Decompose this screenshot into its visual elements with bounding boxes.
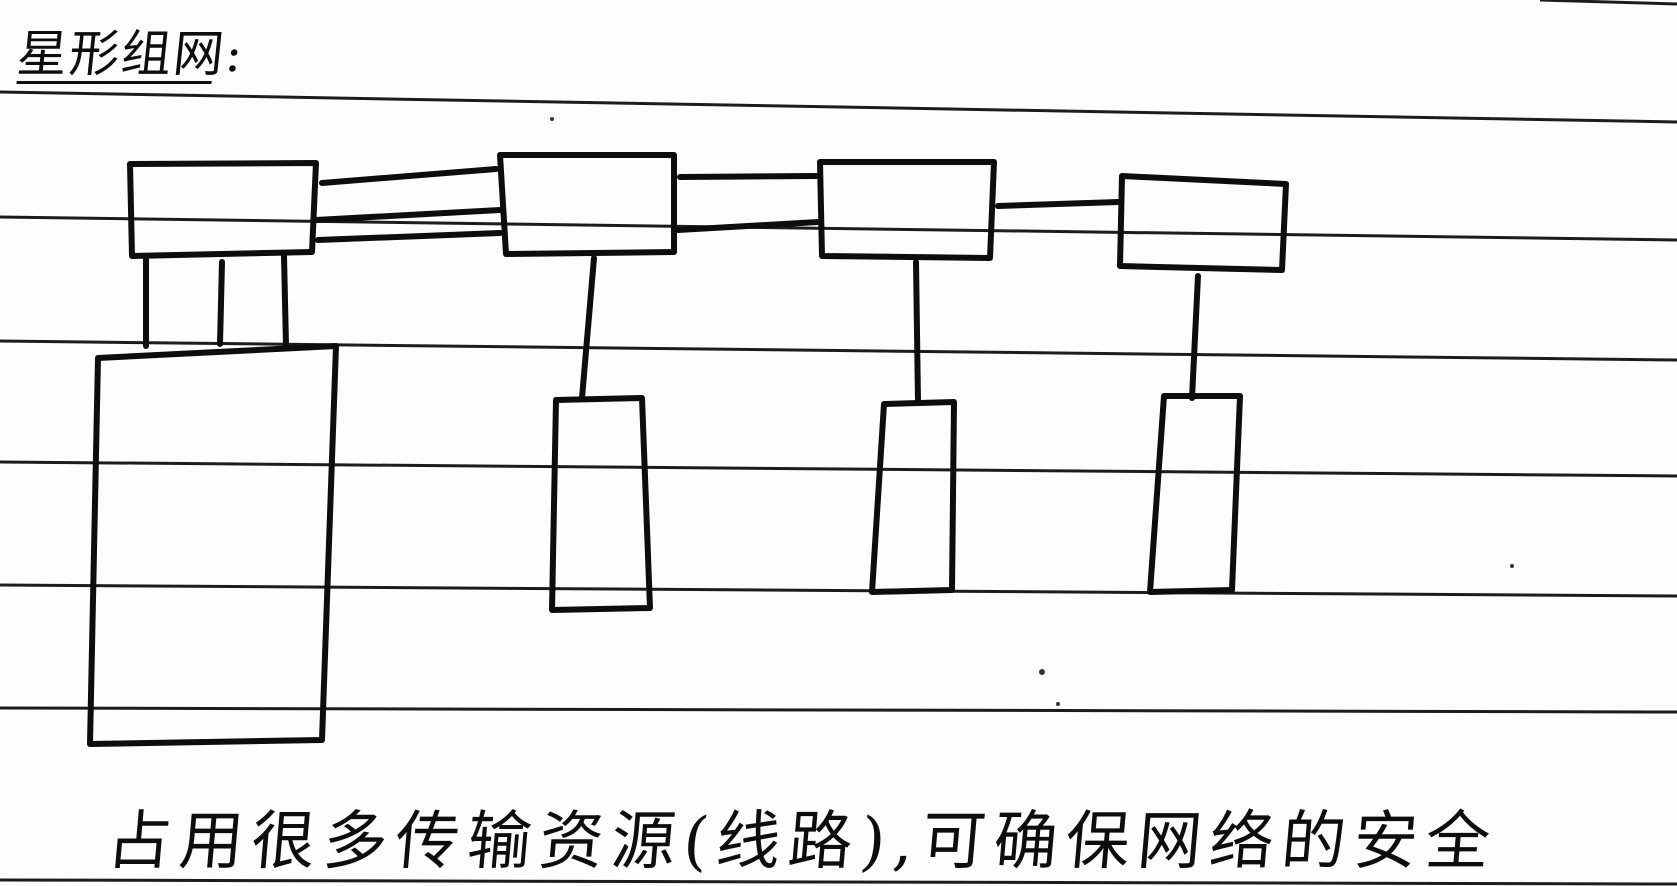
ruled-line <box>0 339 1677 362</box>
link-1-2-a <box>319 166 499 186</box>
connector-2 <box>579 255 597 401</box>
ruled-line <box>0 583 1677 598</box>
connector-3 <box>913 259 921 405</box>
link-2-3-a <box>677 173 821 180</box>
ruled-line <box>0 215 1677 242</box>
stray-mark <box>550 117 554 121</box>
connector-1b <box>217 259 225 347</box>
ruled-line <box>0 460 1677 478</box>
link-1-2-c <box>315 230 503 243</box>
link-1-2-b <box>313 207 503 223</box>
device-box-1 <box>87 343 339 747</box>
switch-box-2 <box>497 152 677 257</box>
connector-1c <box>281 253 289 349</box>
stray-mark <box>1056 702 1060 706</box>
switch-box-3 <box>817 159 997 261</box>
switch-box-4 <box>1117 173 1289 273</box>
link-3-4 <box>995 199 1121 209</box>
device-box-2 <box>549 395 653 613</box>
link-2-3-b <box>675 219 821 233</box>
ruled-line <box>1539 0 1677 6</box>
note-text: 占用很多传输资源(线路),可确保网络的安全 <box>104 805 1501 879</box>
switch-box-1 <box>127 160 319 259</box>
stray-mark <box>1510 564 1514 568</box>
ruled-line <box>0 706 1677 714</box>
ruled-line <box>0 90 1677 124</box>
device-box-4 <box>1147 393 1243 595</box>
ruled-line <box>0 878 1677 886</box>
connector-4 <box>1189 273 1201 401</box>
device-box-3 <box>869 399 957 595</box>
stray-mark <box>1039 669 1045 675</box>
